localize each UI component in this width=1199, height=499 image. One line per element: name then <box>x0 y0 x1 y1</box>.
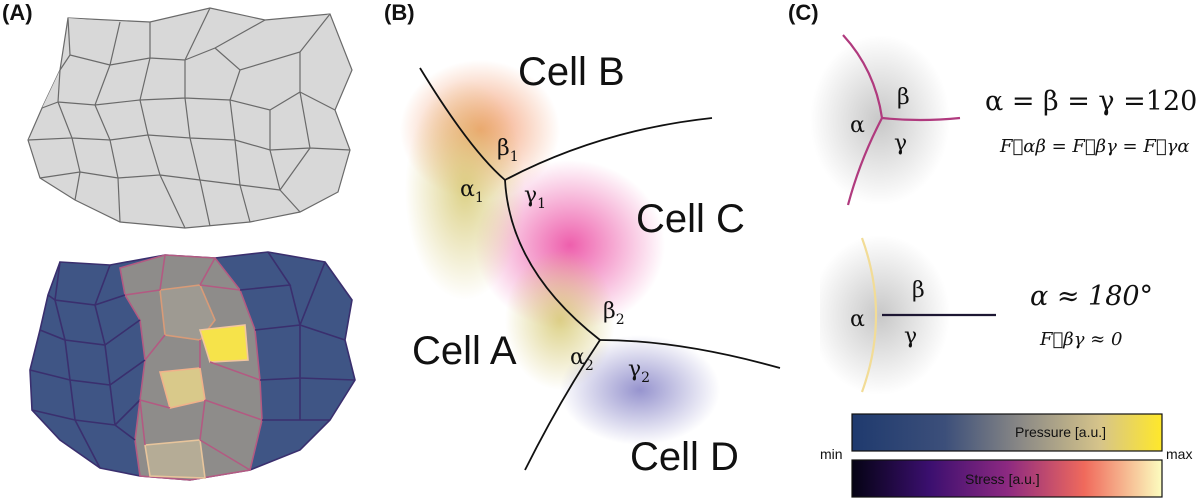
bottom-force-equation: F⃗βγ ≈ 0 <box>1039 329 1122 350</box>
top-membrane-1 <box>842 34 884 119</box>
panel-b-cell-names: Cell B Cell C Cell A Cell D <box>412 50 745 479</box>
top-membrane-2 <box>881 116 961 122</box>
cell-c-label: Cell C <box>636 197 745 241</box>
panel-c-label: (C) <box>788 0 819 25</box>
stress-label: Stress [a.u.] <box>965 471 1040 487</box>
panel-a-label: (A) <box>2 0 33 25</box>
stress-colorbar <box>851 459 1163 498</box>
gamma2-label: γ2 <box>628 357 650 386</box>
colorbars: Pressure [a.u.] Stress [a.u.] min max <box>820 413 1192 498</box>
top-membrane-3 <box>846 117 883 206</box>
bottom-beta: β <box>912 278 925 303</box>
panel-c-bottom-junction: α β γ α ≈ 180° F⃗βγ ≈ 0 <box>820 235 1153 395</box>
cell-a-label: Cell A <box>412 329 517 373</box>
panel-a-tissue-pressure <box>29 251 356 481</box>
beta2-label: β2 <box>603 299 625 328</box>
top-force-equation: F⃗αβ = F⃗βγ = F⃗γα <box>999 136 1190 157</box>
top-gamma: γ <box>894 131 907 156</box>
max-label: max <box>1166 446 1192 462</box>
panel-b-angles: β1 α1 γ1 β2 α2 γ2 <box>460 136 650 386</box>
panel-b-membranes <box>419 67 781 471</box>
min-label: min <box>820 446 843 462</box>
cell-d-label: Cell D <box>630 435 739 479</box>
bottom-alpha: α <box>850 307 865 332</box>
bottom-membrane-curved <box>860 237 878 393</box>
gamma1-label: γ1 <box>524 183 546 212</box>
pressure-label: Pressure [a.u.] <box>1015 424 1106 440</box>
cell-b-label: Cell B <box>518 50 625 94</box>
panel-a-tissue-grey <box>27 7 353 229</box>
panel-b-glows <box>400 60 720 445</box>
alpha1-label: α1 <box>460 177 484 206</box>
top-beta: β <box>897 85 910 110</box>
panel-b-label: (B) <box>384 0 415 25</box>
beta1-label: β1 <box>497 136 519 165</box>
panel-c-top-junction: α β γ α = β = γ =120° F⃗αβ = F⃗βγ = F⃗γα <box>810 34 1199 206</box>
bottom-gamma: γ <box>904 324 917 349</box>
top-alpha: α <box>850 113 865 138</box>
pressure-colorbar <box>851 413 1163 452</box>
alpha2-label: α2 <box>570 345 594 374</box>
top-angle-equation: α = β = γ =120° <box>985 86 1199 117</box>
bottom-angle-equation: α ≈ 180° <box>1030 281 1153 312</box>
